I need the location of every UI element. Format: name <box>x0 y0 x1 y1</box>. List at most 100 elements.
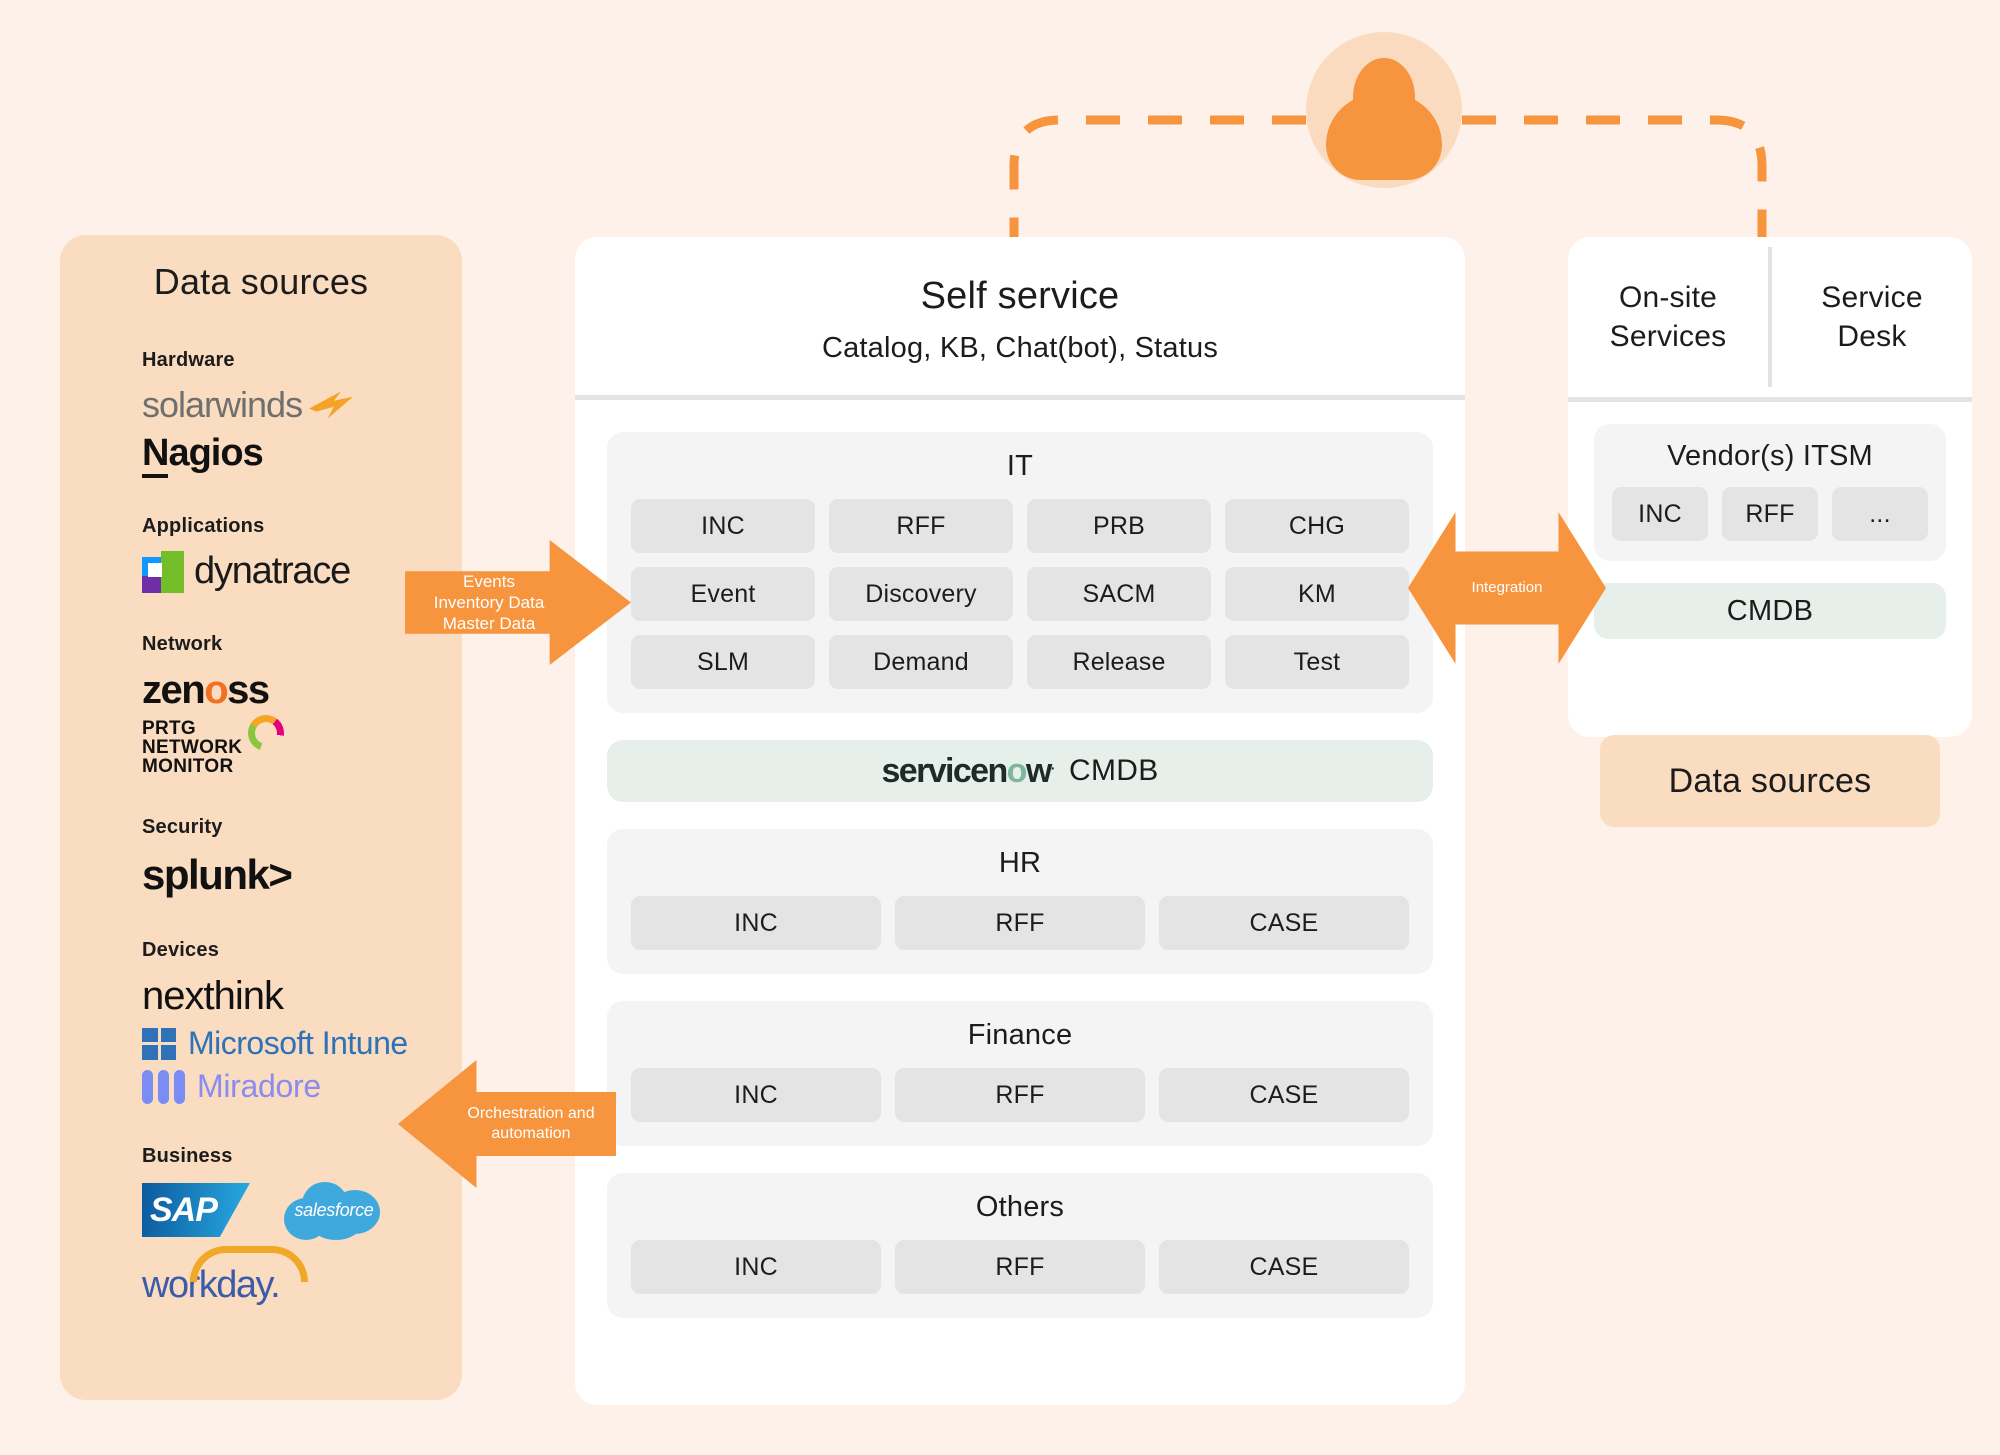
dynatrace-logo: dynatrace <box>142 550 351 593</box>
zenoss-post: ss <box>227 668 270 712</box>
chip-it-demand[interactable]: Demand <box>829 635 1013 689</box>
chip-it-discovery[interactable]: Discovery <box>829 567 1013 621</box>
service-delivery-panel: On-site Services Service Desk Vendor(s) … <box>1568 237 1972 737</box>
chip-it-prb[interactable]: PRB <box>1027 499 1211 553</box>
group-card-hr: HR INC RFF CASE <box>607 829 1433 974</box>
arrow-shape-bidirectional <box>1408 512 1606 664</box>
chip-hr-inc[interactable]: INC <box>631 896 881 950</box>
chip-it-event[interactable]: Event <box>631 567 815 621</box>
chip-it-inc[interactable]: INC <box>631 499 815 553</box>
chip-vendor-rff[interactable]: RFF <box>1722 487 1818 541</box>
service-delivery-body: Vendor(s) ITSM INC RFF ... CMDB <box>1568 402 1972 665</box>
self-service-body: IT INC RFF PRB CHG Event Discovery SACM … <box>575 432 1465 1348</box>
chip-grid-hr: INC RFF CASE <box>631 896 1409 950</box>
category-label-security: Security <box>142 816 223 838</box>
workday-logo: workday. <box>142 1246 308 1307</box>
prtg-logo: PRTG NETWORK MONITOR <box>142 715 285 776</box>
logo-row: splunk> <box>142 851 462 899</box>
chip-grid-vendor: INC RFF ... <box>1612 487 1928 541</box>
avatar-body-shape <box>1326 94 1442 180</box>
data-source-group-applications: Applications dynatrace <box>60 515 462 593</box>
data-source-group-devices: Devices nexthink Microsoft Intune Mirado… <box>60 939 462 1105</box>
salesforce-logo: salesforce <box>284 1180 380 1240</box>
data-sources-panel: Data sources Hardware solarwinds Nagios … <box>60 235 462 1400</box>
miradore-bars-icon <box>142 1069 185 1104</box>
microsoft-window-icon <box>142 1027 176 1060</box>
header-divider <box>575 395 1465 400</box>
miradore-wordmark: Miradore <box>197 1068 321 1104</box>
chip-vendor-inc[interactable]: INC <box>1612 487 1708 541</box>
connector-to-service-desk <box>1462 115 1767 238</box>
chip-it-chg[interactable]: CHG <box>1225 499 1409 553</box>
category-label-network: Network <box>142 633 223 655</box>
chip-it-km[interactable]: KM <box>1225 567 1409 621</box>
logo-row: Microsoft Intune <box>142 1025 462 1062</box>
chip-finance-case[interactable]: CASE <box>1159 1068 1409 1122</box>
group-title-hr: HR <box>998 847 1042 879</box>
service-desk-line-2: Desk <box>1837 320 1907 353</box>
category-label-hardware: Hardware <box>142 349 235 371</box>
data-sources-title: Data sources <box>153 261 369 302</box>
miradore-logo: Miradore <box>142 1068 321 1105</box>
group-title-it: IT <box>1006 450 1034 482</box>
intune-wordmark: Microsoft Intune <box>188 1025 408 1061</box>
data-source-group-business: Business SAP salesforce workday. <box>60 1145 462 1307</box>
chip-it-rff[interactable]: RFF <box>829 499 1013 553</box>
chip-vendor-more[interactable]: ... <box>1832 487 1928 541</box>
group-card-others: Others INC RFF CASE <box>607 1173 1433 1318</box>
chip-finance-inc[interactable]: INC <box>631 1068 881 1122</box>
logo-row: solarwinds <box>142 384 462 426</box>
nexthink-logo: nexthink <box>142 974 284 1018</box>
self-service-title: Self service <box>920 275 1120 317</box>
right-header-divider <box>1568 397 1972 402</box>
events-inventory-master-data-arrow: Events Inventory Data Master Data <box>405 540 631 665</box>
group-card-it: IT INC RFF PRB CHG Event Discovery SACM … <box>607 432 1433 713</box>
servicenow-accent-o: o <box>1006 751 1028 790</box>
chip-it-slm[interactable]: SLM <box>631 635 815 689</box>
cmdb-label: CMDB <box>1069 754 1159 787</box>
header-vertical-divider <box>1768 247 1772 387</box>
chip-it-sacm[interactable]: SACM <box>1027 567 1211 621</box>
category-label-devices: Devices <box>142 939 220 961</box>
chip-grid-others: INC RFF CASE <box>631 1240 1409 1294</box>
self-service-panel: Self service Catalog, KB, Chat(bot), Sta… <box>575 237 1465 1405</box>
data-source-group-hardware: Hardware solarwinds Nagios <box>60 349 462 478</box>
chip-hr-rff[interactable]: RFF <box>895 896 1145 950</box>
microsoft-intune-logo: Microsoft Intune <box>142 1025 408 1062</box>
servicenow-cmdb-band: servicenow. CMDB <box>607 740 1433 802</box>
chip-others-rff[interactable]: RFF <box>895 1240 1145 1294</box>
right-data-sources-badge: Data sources <box>1600 735 1940 827</box>
header-on-site-services: On-site Services <box>1568 237 1768 397</box>
arrow-shape-left <box>398 1060 616 1188</box>
dynatrace-wordmark: dynatrace <box>194 550 351 592</box>
user-avatar-icon <box>1306 32 1462 188</box>
chip-it-release[interactable]: Release <box>1027 635 1211 689</box>
servicenow-logo: servicenow. <box>881 751 1055 791</box>
chip-it-test[interactable]: Test <box>1225 635 1409 689</box>
prtg-line-2: NETWORK <box>142 737 243 758</box>
nagios-initial: N <box>142 432 169 478</box>
solarwinds-wordmark: solarwinds <box>142 384 303 425</box>
chip-others-inc[interactable]: INC <box>631 1240 881 1294</box>
chip-others-case[interactable]: CASE <box>1159 1240 1409 1294</box>
chip-finance-rff[interactable]: RFF <box>895 1068 1145 1122</box>
servicenow-trademark: . <box>1050 756 1055 773</box>
chip-hr-case[interactable]: CASE <box>1159 896 1409 950</box>
salesforce-wordmark: salesforce <box>294 1199 374 1220</box>
chip-grid-finance: INC RFF CASE <box>631 1068 1409 1122</box>
logo-row: nexthink <box>142 974 462 1019</box>
logo-row: Nagios <box>142 432 462 478</box>
integration-arrow: Integration <box>1408 512 1606 664</box>
splunk-logo: splunk> <box>142 851 293 898</box>
solarwinds-logo: solarwinds <box>142 384 354 426</box>
vendor-itsm-title: Vendor(s) ITSM <box>1667 440 1873 472</box>
dynatrace-cube-icon <box>142 550 184 593</box>
orchestration-automation-arrow: Orchestration and automation <box>398 1060 616 1188</box>
servicenow-pre: servicen <box>881 751 1008 790</box>
logo-row: dynatrace <box>142 550 462 593</box>
on-site-services-line-2: Services <box>1609 320 1727 353</box>
category-label-applications: Applications <box>142 515 265 537</box>
